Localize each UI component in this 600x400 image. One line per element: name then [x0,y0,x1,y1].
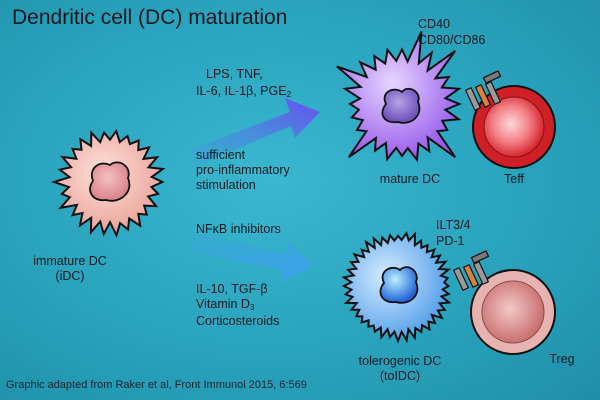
mature-receptor-complex [464,70,502,112]
nfkb-inhibitors-label: NFκB inhibitors [196,222,281,236]
treg-cell [470,269,556,355]
teff-label: Teff [504,172,524,186]
condition-line2: pro-inflammatory [196,163,290,177]
mature-marker-cd40: CD40 [418,17,450,31]
immature-dc-cell [50,128,166,239]
tolerogenic-dc-nucleus [379,266,419,304]
teff-cell [472,85,556,169]
tolerogenic-factor-2: Vitamin D3 [196,297,255,312]
tolerogenic-receptor-complex [452,250,490,292]
mature-dc-cell [336,30,462,163]
tolerogenic-factor-1: IL-10, TGF-β [196,282,268,296]
attribution-footer: Graphic adapted from Raker et al, Front … [6,379,307,391]
mature-dc-nucleus [381,87,421,124]
tolerogenic-marker-pd1: PD-1 [436,234,465,248]
condition-line3: stimulation [196,178,256,192]
treg-label: Treg [549,352,575,366]
mature-marker-cd80-cd86: CD80/CD86 [418,33,486,47]
upper-maturation-arrow [190,98,320,166]
tolerogenic-dc-label: tolerogenic DC (toIDC) [358,354,442,383]
mature-dc-label: mature DC [379,172,441,186]
tolerogenic-dc-cell [341,231,452,344]
diagram-title: Dendritic cell (DC) maturation [12,6,288,29]
tolerogenic-marker-ilt3-4: ILT3/4 [436,218,471,232]
condition-line1: sufficient [196,148,246,162]
upper-stimuli-line1: LPS, TNF, [206,67,263,81]
upper-stimuli-line2: IL-6, IL-1β, PGE2 [196,84,292,99]
immature-dc-nucleus [89,161,131,202]
immature-dc-label: immature DC (iDC) [33,254,107,283]
tolerogenic-factor-3: Corticosteroids [196,314,280,328]
lower-tolerogenic-arrow [190,232,312,282]
